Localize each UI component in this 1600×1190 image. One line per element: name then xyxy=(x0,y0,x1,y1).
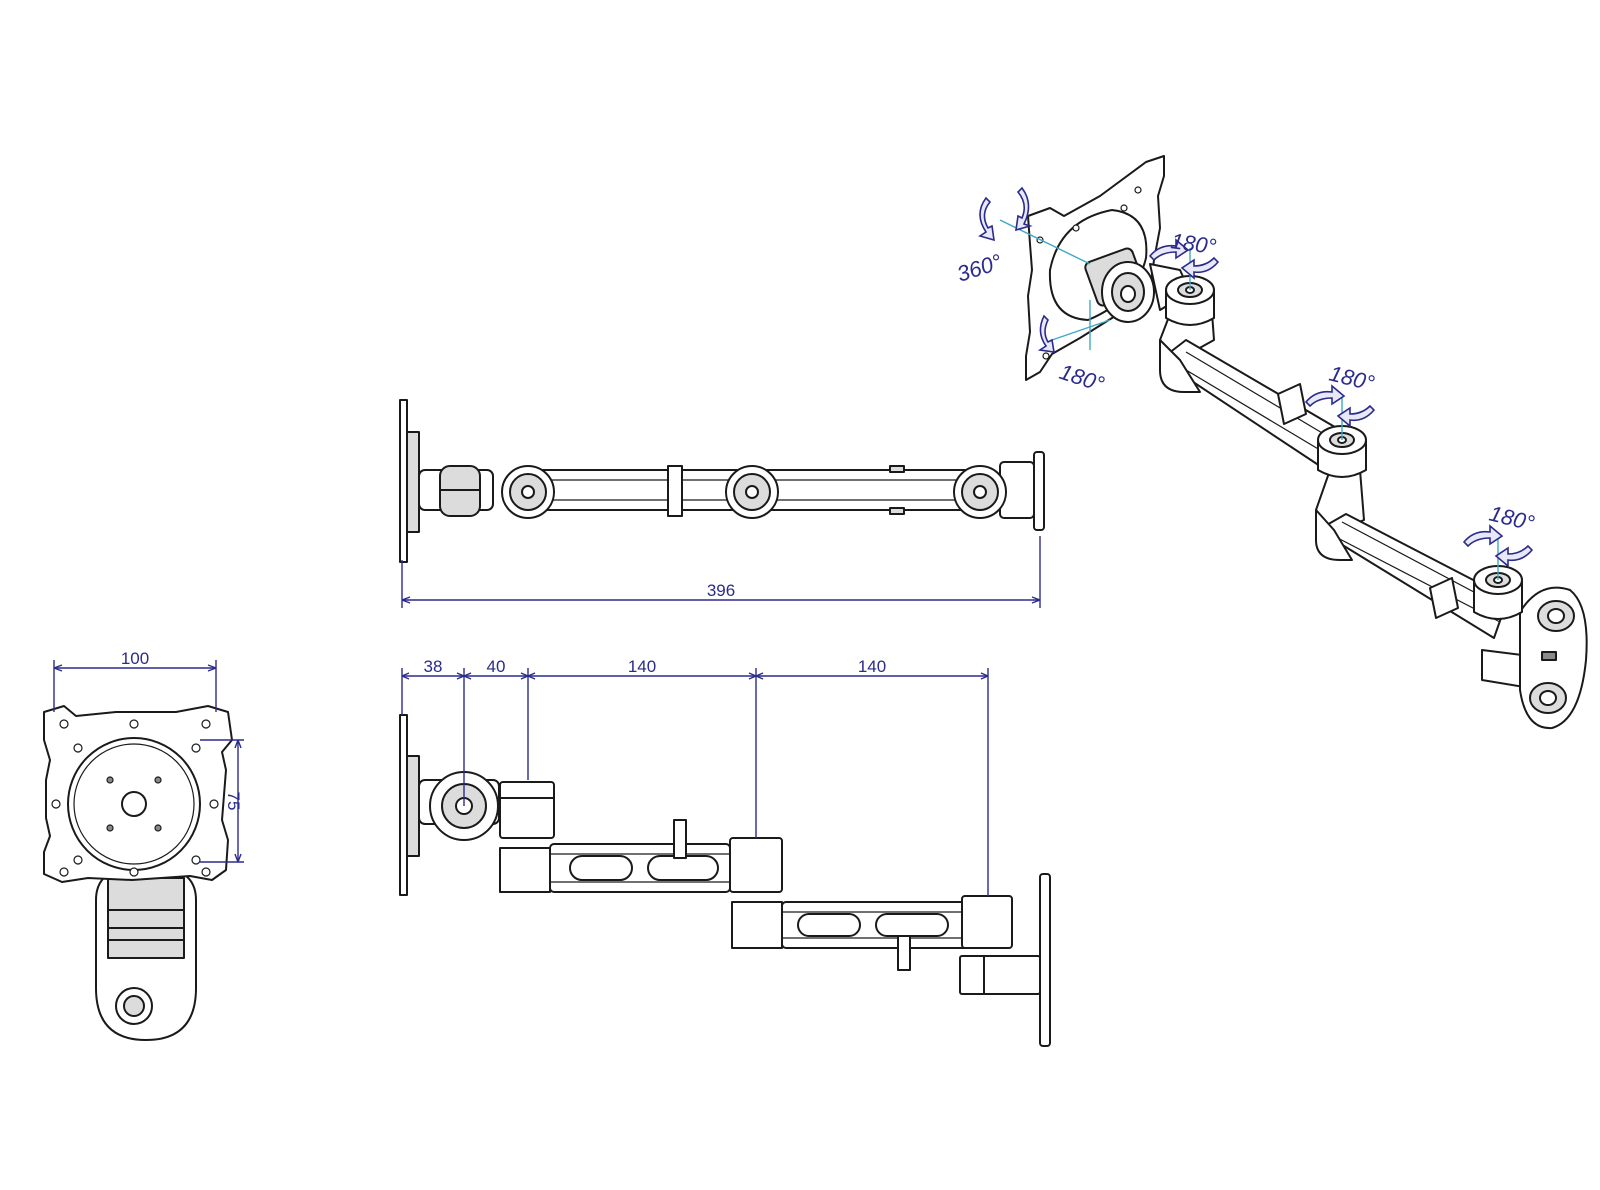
side-view: 38 40 140 140 xyxy=(399,657,1051,1047)
iso-wall-bracket xyxy=(1481,586,1588,730)
mid-joint-arrow-icon xyxy=(1304,384,1346,408)
side-view-monitor-plate xyxy=(399,714,408,896)
dimension-total-length: 396 xyxy=(401,536,1041,608)
label-plate-height: 75 xyxy=(224,792,243,811)
tilt-arrow-icon xyxy=(978,196,995,242)
label-plate-width: 100 xyxy=(121,649,149,668)
top-view-joint-1 xyxy=(501,465,555,519)
label-segment-140-b: 140 xyxy=(858,657,886,676)
side-view-head-joint xyxy=(418,771,555,841)
side-view-wall-base xyxy=(959,873,1051,1047)
top-view-tilt-joint xyxy=(418,465,494,517)
front-view: 100 75 xyxy=(43,649,244,1041)
dimension-plate-width: 100 xyxy=(53,649,217,712)
top-view-arm-segment-1 xyxy=(529,465,755,517)
rotation-head-swivel-annotation: 180° xyxy=(1148,228,1220,290)
dimension-plate-height: 75 xyxy=(200,739,244,863)
top-view-monitor-plate xyxy=(399,399,408,563)
label-pitch: 180° xyxy=(1056,359,1107,397)
side-view-arm-segment-2 xyxy=(731,895,1013,971)
pitch-arrow-icon xyxy=(1037,314,1055,353)
label-segment-140-a: 140 xyxy=(628,657,656,676)
dimension-segments: 38 40 140 140 xyxy=(401,657,989,896)
vesa-holes xyxy=(51,719,219,877)
base-joint-arrow-icon-2 xyxy=(1494,544,1534,568)
front-view-vesa-plate xyxy=(43,705,233,883)
front-view-wall-bracket xyxy=(95,871,197,1041)
top-view-joint-3 xyxy=(953,465,1007,519)
top-view: 396 xyxy=(399,399,1045,608)
label-segment-38: 38 xyxy=(424,657,443,676)
top-view-arm-segment-2 xyxy=(753,465,983,515)
label-tilt: 360° xyxy=(954,249,1005,287)
head-swivel-arrow-icon xyxy=(1148,238,1190,262)
iso-joint-1 xyxy=(1165,275,1215,326)
head-swivel-arrow-icon-2 xyxy=(1180,256,1220,280)
iso-tilt-head xyxy=(1084,247,1191,323)
label-total-length: 396 xyxy=(707,581,735,600)
top-view-joint-2 xyxy=(725,465,779,519)
tilt-arrow-icon-2 xyxy=(1015,186,1033,232)
label-segment-40: 40 xyxy=(487,657,506,676)
base-joint-arrow-icon xyxy=(1462,524,1504,548)
side-view-arm-segment-1 xyxy=(499,819,783,893)
mid-joint-arrow-icon-2 xyxy=(1336,404,1376,428)
isometric-view: 360° 180° 180° 180° 180° xyxy=(954,155,1588,730)
